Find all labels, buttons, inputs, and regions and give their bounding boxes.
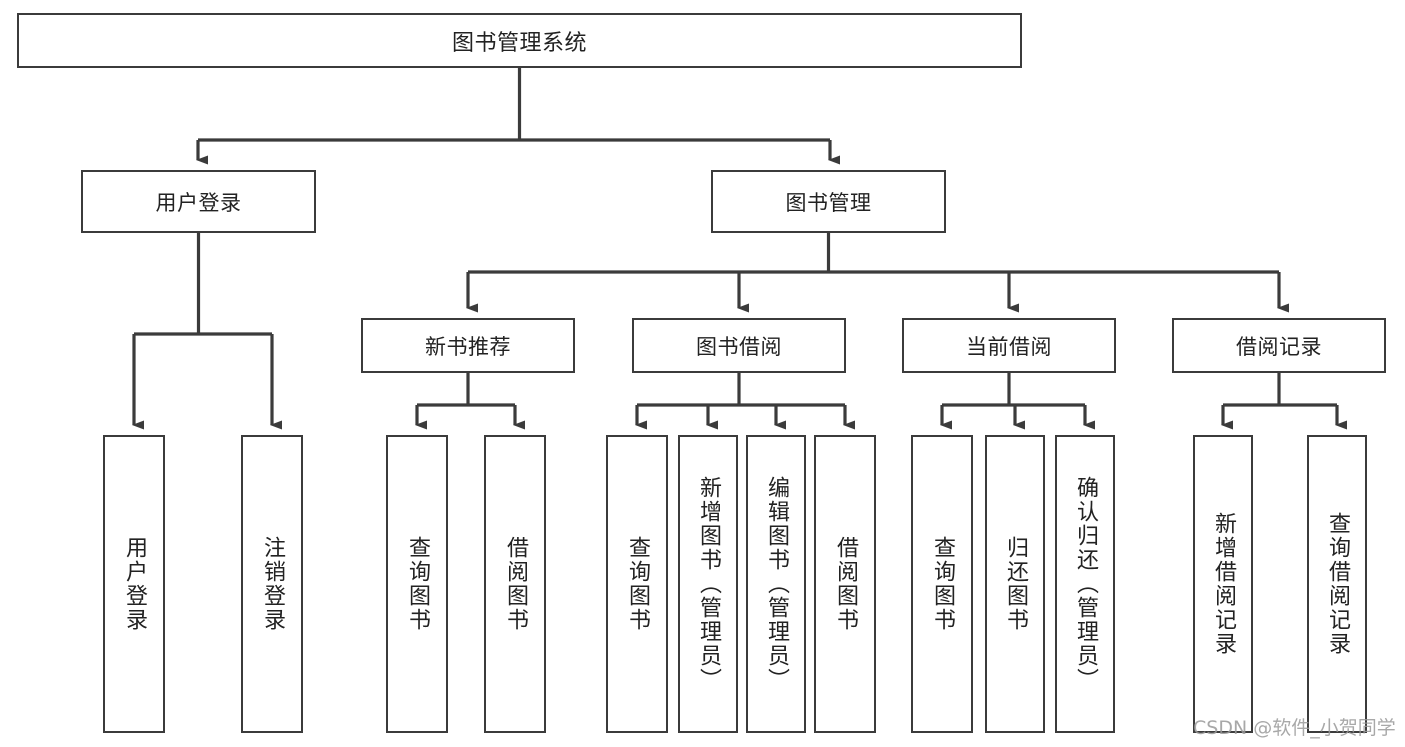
node-label: 注销登录 xyxy=(259,536,285,632)
node-leaf-query-book-1[interactable]: 查询图书 xyxy=(386,435,448,733)
node-label: 查询图书 xyxy=(404,536,430,632)
node-label: 新增图书（管理员） xyxy=(695,476,721,692)
node-leaf-return-book[interactable]: 归还图书 xyxy=(985,435,1045,733)
node-label: 查询图书 xyxy=(929,536,955,632)
node-leaf-query-book-3[interactable]: 查询图书 xyxy=(911,435,973,733)
node-label: 借阅图书 xyxy=(502,536,528,632)
node-leaf-query-book-2[interactable]: 查询图书 xyxy=(606,435,668,733)
node-borrow-record[interactable]: 借阅记录 xyxy=(1172,318,1386,373)
node-label: 借阅记录 xyxy=(1236,334,1322,359)
node-label: 查询图书 xyxy=(624,536,650,632)
node-leaf-add-borrow-record[interactable]: 新增借阅记录 xyxy=(1193,435,1253,733)
node-leaf-add-book-admin[interactable]: 新增图书（管理员） xyxy=(678,435,738,733)
node-label: 当前借阅 xyxy=(966,334,1052,359)
node-label: 用户登录 xyxy=(121,536,147,632)
node-label: 图书管理系统 xyxy=(451,30,587,56)
node-book-management[interactable]: 图书管理 xyxy=(711,170,946,233)
node-book-borrow[interactable]: 图书借阅 xyxy=(632,318,846,373)
node-root-system[interactable]: 图书管理系统 xyxy=(17,13,1022,68)
node-leaf-user-login[interactable]: 用户登录 xyxy=(103,435,165,733)
node-leaf-user-logout[interactable]: 注销登录 xyxy=(241,435,303,733)
node-label: 编辑图书（管理员） xyxy=(763,476,789,692)
node-new-book-recommend[interactable]: 新书推荐 xyxy=(361,318,575,373)
node-leaf-borrow-book-2[interactable]: 借阅图书 xyxy=(814,435,876,733)
node-leaf-borrow-book-1[interactable]: 借阅图书 xyxy=(484,435,546,733)
node-label: 借阅图书 xyxy=(832,536,858,632)
node-label: 用户登录 xyxy=(155,190,242,215)
node-label: 新书推荐 xyxy=(425,334,511,359)
node-label: 归还图书 xyxy=(1002,536,1028,632)
node-label: 新增借阅记录 xyxy=(1210,512,1236,656)
node-leaf-confirm-return-admin[interactable]: 确认归还（管理员） xyxy=(1055,435,1115,733)
node-current-borrow[interactable]: 当前借阅 xyxy=(902,318,1116,373)
node-leaf-edit-book-admin[interactable]: 编辑图书（管理员） xyxy=(746,435,806,733)
node-leaf-query-borrow-record[interactable]: 查询借阅记录 xyxy=(1307,435,1367,733)
node-user-login[interactable]: 用户登录 xyxy=(81,170,316,233)
node-label: 查询借阅记录 xyxy=(1324,512,1350,656)
node-label: 确认归还（管理员） xyxy=(1072,476,1098,692)
node-label: 图书管理 xyxy=(785,190,872,215)
node-label: 图书借阅 xyxy=(696,334,782,359)
watermark: CSDN @软件_小贺同学 xyxy=(1193,717,1396,739)
